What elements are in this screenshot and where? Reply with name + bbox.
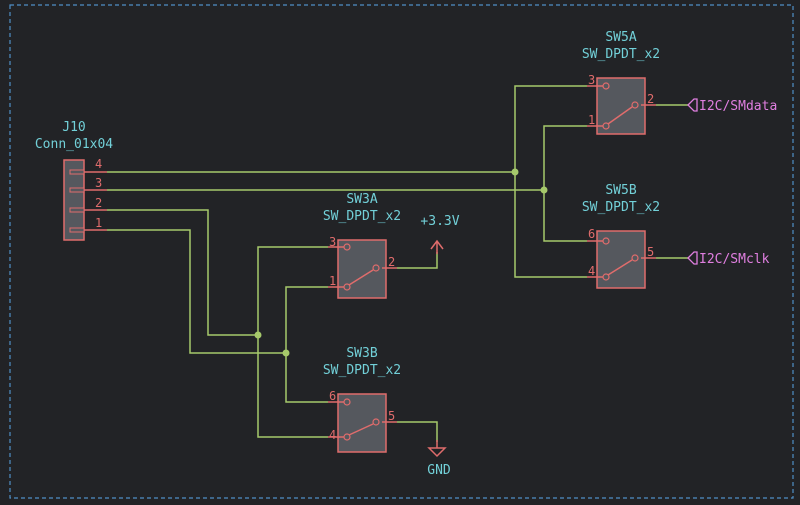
- switch-pin-number: 6: [329, 389, 336, 403]
- switch-contact: [602, 273, 610, 281]
- power-gnd[interactable]: GND: [427, 440, 451, 478]
- switch-contact: [343, 283, 351, 291]
- switch-lever: [348, 423, 374, 436]
- switch-pin-number: 3: [329, 235, 336, 249]
- wire-vcc[interactable]: [397, 252, 438, 269]
- switch-contact: [602, 82, 610, 90]
- wire-gnd[interactable]: [397, 421, 438, 442]
- switch-lever: [348, 269, 374, 286]
- junction-dot: [511, 168, 519, 176]
- net-label-text: I2C/SMdata: [699, 99, 777, 114]
- gnd-label: GND: [427, 463, 451, 478]
- power-vcc[interactable]: +3.3V: [420, 214, 460, 254]
- net-label-smclk[interactable]: I2C/SMclk: [687, 251, 770, 267]
- connector-pin-number: 2: [95, 196, 102, 210]
- connector-pin-number: 4: [95, 157, 102, 171]
- connector-body: [63, 159, 85, 241]
- connector-j10[interactable]: J10 Conn_01x04 4 3 2 1: [35, 120, 113, 241]
- sheet-frame: [9, 4, 794, 499]
- wire-j10-pin1[interactable]: [107, 229, 286, 354]
- switch-sw3b[interactable]: SW3B SW_DPDT_x2 6 4 5: [323, 346, 401, 453]
- switch-ref: SW5A: [605, 30, 636, 45]
- switch-value: SW_DPDT_x2: [323, 363, 401, 378]
- switch-pin-number: 4: [588, 264, 595, 278]
- switch-pin-number: 4: [329, 428, 336, 442]
- switch-lever: [607, 259, 633, 276]
- junction-dot: [282, 349, 290, 357]
- switch-contact: [602, 122, 610, 130]
- ground-icon: [427, 447, 447, 458]
- switch-contact: [372, 264, 380, 272]
- switch-ref: SW3B: [346, 346, 377, 361]
- switch-value: SW_DPDT_x2: [582, 47, 660, 62]
- switch-sw5b[interactable]: SW5B SW_DPDT_x2 6 4 5: [582, 183, 660, 289]
- wire-sw5-net-b[interactable]: [543, 125, 587, 242]
- switch-pin-number: 1: [588, 113, 595, 127]
- switch-contact: [343, 243, 351, 251]
- switch-contact: [631, 254, 639, 262]
- connector-ref: J10: [62, 120, 85, 135]
- switch-contact: [343, 433, 351, 441]
- hier-label-icon: [687, 98, 698, 112]
- switch-sw5a[interactable]: SW5A SW_DPDT_x2 3 1 2: [582, 30, 660, 135]
- switch-ref: SW5B: [605, 183, 636, 198]
- connector-pin-number: 1: [95, 216, 102, 230]
- junction-dot: [540, 186, 548, 194]
- switch-value: SW_DPDT_x2: [323, 209, 401, 224]
- wire-sw3-net-a[interactable]: [257, 246, 328, 438]
- junction-dot: [254, 331, 262, 339]
- switch-pin-number: 2: [388, 255, 395, 269]
- switch-pin-number: 6: [588, 227, 595, 241]
- wire-sw3-net-b[interactable]: [285, 286, 328, 403]
- net-label-text: I2C/SMclk: [699, 252, 770, 267]
- switch-contact: [631, 101, 639, 109]
- connector-value: Conn_01x04: [35, 137, 113, 152]
- switch-contact: [372, 418, 380, 426]
- wire-sw5-net-a[interactable]: [514, 85, 587, 278]
- junctions: [254, 168, 548, 357]
- switch-pin-number: 5: [647, 245, 654, 259]
- net-label-smdata[interactable]: I2C/SMdata: [687, 98, 777, 114]
- switch-contact: [343, 398, 351, 406]
- hier-label-icon: [687, 251, 698, 265]
- switch-pin-number: 1: [329, 274, 336, 288]
- switch-pin-number: 2: [647, 92, 654, 106]
- switch-pin-number: 5: [388, 409, 395, 423]
- switch-sw3a[interactable]: SW3A SW_DPDT_x2 3 1 2: [323, 192, 401, 299]
- switch-value: SW_DPDT_x2: [582, 200, 660, 215]
- switch-ref: SW3A: [346, 192, 377, 207]
- vcc-label: +3.3V: [420, 214, 459, 229]
- switch-lever: [607, 106, 633, 125]
- switch-contact: [602, 237, 610, 245]
- connector-pin-number: 3: [95, 176, 102, 190]
- wires: [107, 85, 688, 442]
- switch-pin-number: 3: [588, 73, 595, 87]
- wire-j10-pin2[interactable]: [107, 209, 258, 336]
